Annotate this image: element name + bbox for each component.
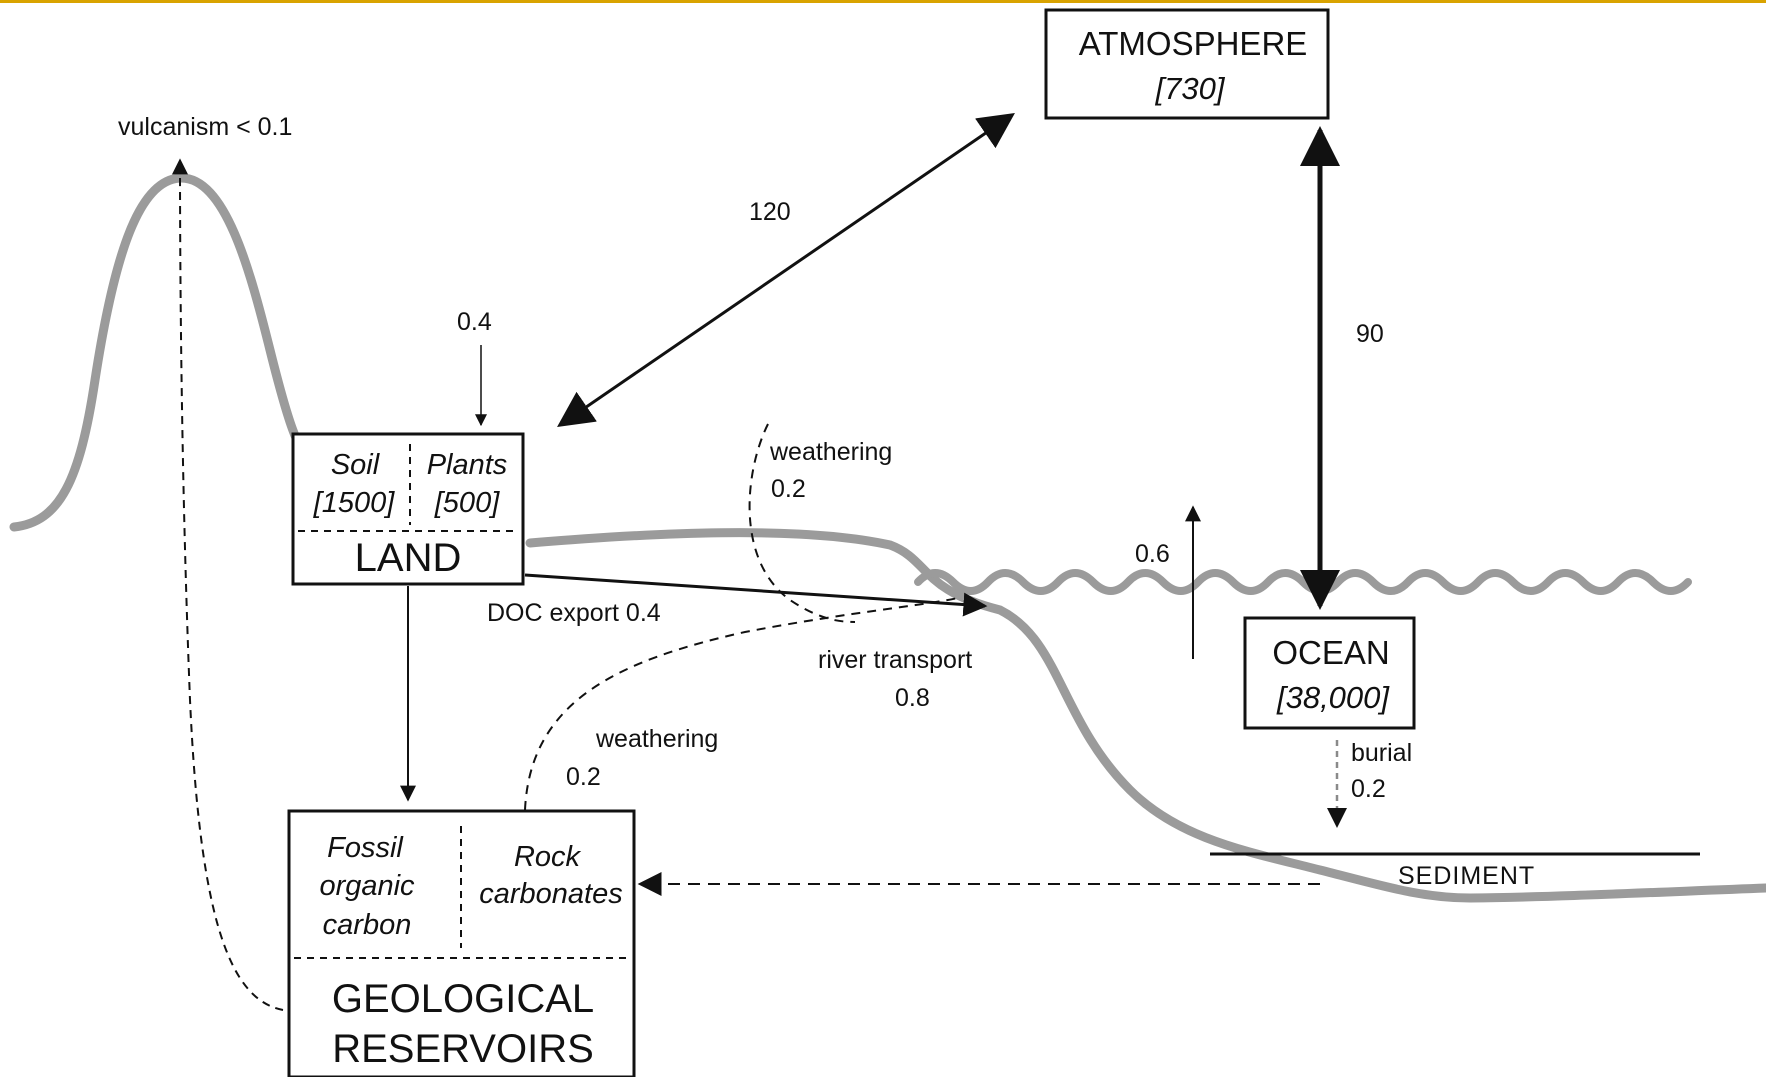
weathering-top-arc: [748, 423, 856, 623]
vulcanism-label: vulcanism < 0.1: [118, 113, 292, 141]
sediment-label: SEDIMENT: [1398, 862, 1535, 890]
rock-line2: carbonates: [479, 878, 623, 910]
fossil-line2: organic: [319, 870, 415, 902]
ocean-title: OCEAN: [1272, 634, 1389, 671]
land-surface-line: [525, 528, 1766, 903]
atmosphere-value: [730]: [1155, 71, 1226, 106]
sea-surface-wave: [914, 569, 1692, 595]
river-transport-value: 0.8: [895, 684, 930, 712]
vulcanism-arrow: [172, 158, 284, 1011]
fossil-line1: Fossil: [327, 832, 404, 864]
ocean-atmosphere-small-value: 0.6: [1135, 540, 1170, 568]
geological-title-line1: GEOLOGICAL: [332, 977, 594, 1021]
plants-label: Plants: [427, 449, 508, 481]
soil-label: Soil: [331, 449, 381, 481]
burial-value: 0.2: [1351, 775, 1386, 803]
weathering-top-label: weathering: [769, 438, 892, 466]
weathering-bottom-label: weathering: [595, 725, 718, 753]
river-transport-label: river transport: [818, 646, 972, 674]
geological-title-line2: RESERVOIRS: [332, 1027, 594, 1071]
plants-value: [500]: [434, 487, 500, 519]
atmosphere-ocean-value: 90: [1356, 320, 1384, 348]
land-atmosphere-arrow: [557, 112, 1015, 428]
rock-line1: Rock: [514, 841, 582, 873]
ocean-value: [38,000]: [1276, 680, 1390, 715]
ocean-box: OCEAN [38,000]: [1243, 616, 1416, 730]
land-atmosphere-value: 120: [749, 198, 791, 226]
atmosphere-box: ATMOSPHERE [730]: [1044, 8, 1330, 120]
geological-reservoirs-box: Fossil organic carbon Rock carbonates GE…: [287, 809, 636, 1077]
doc-export-label: DOC export 0.4: [487, 599, 661, 627]
doc-export-arrow: [524, 573, 988, 617]
terrain-line: [9, 173, 302, 532]
burial-label: burial: [1351, 739, 1412, 767]
land-input-value: 0.4: [457, 308, 492, 336]
land-title: LAND: [355, 536, 462, 580]
weathering-top-value: 0.2: [771, 475, 806, 503]
weathering-bottom-arc: [524, 597, 959, 811]
top-accent-bar: [0, 0, 1766, 3]
atmosphere-title: ATMOSPHERE: [1079, 25, 1308, 62]
fossil-line3: carbon: [323, 909, 412, 941]
soil-value: [1500]: [313, 487, 396, 519]
land-box: Soil [1500] Plants [500] LAND: [291, 432, 525, 586]
weathering-bottom-value: 0.2: [566, 763, 601, 791]
